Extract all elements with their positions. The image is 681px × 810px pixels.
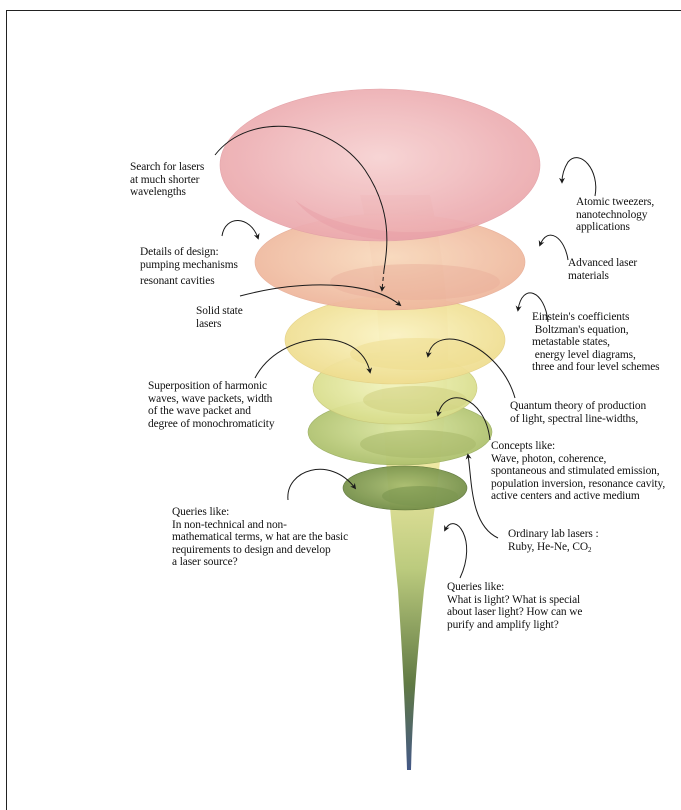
label-concepts: Concepts like: Wave, photon, coherence, …: [491, 440, 665, 503]
arrow-details-design: [222, 220, 258, 238]
arrow-atomic-tweezers: [562, 158, 596, 196]
label-quantum-theory: Quantum theory of production of light, s…: [510, 400, 646, 425]
label-queries-light: Queries like: What is light? What is spe…: [447, 581, 582, 631]
label-search-lasers: Search for lasers at much shorter wavele…: [130, 161, 204, 199]
co2-subscript: 2: [588, 546, 591, 554]
label-details-design-cont: resonant cavities: [140, 275, 215, 288]
arrow-queries-light: [445, 524, 467, 578]
ring-6: [343, 466, 467, 510]
label-solid-state: Solid state lasers: [196, 305, 243, 330]
label-advanced-materials: Advanced laser materials: [568, 257, 637, 282]
label-atomic-tweezers: Atomic tweezers, nanotechnology applicat…: [576, 196, 654, 234]
label-ordinary-lasers: Ordinary lab lasers : Ruby, He-Ne, CO2: [508, 528, 599, 556]
arrow-advanced-materials: [540, 235, 568, 260]
label-queries-technical: Queries like: In non-technical and non- …: [172, 506, 348, 569]
label-details-design: Details of design: pumping mechanisms: [140, 246, 238, 271]
ring-1: [220, 89, 540, 241]
label-superposition: Superposition of harmonic waves, wave pa…: [148, 380, 274, 430]
label-einstein: Einstein's coefficients Boltzman's equat…: [532, 311, 660, 374]
ordinary-lasers-text: Ordinary lab lasers : Ruby, He-Ne, CO: [508, 528, 599, 553]
